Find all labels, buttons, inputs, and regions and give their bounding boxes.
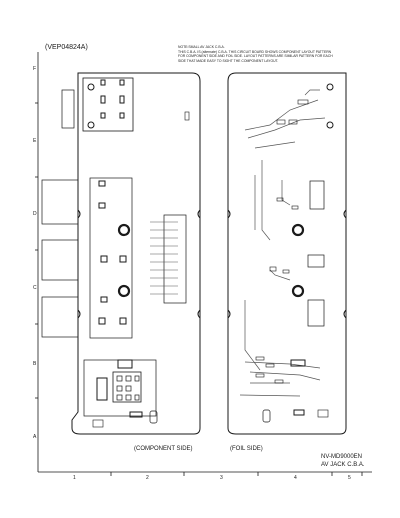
connector-pins	[116, 375, 140, 401]
note-line: SIDE THAT MADE EASY TO SIGHT THE COMPONE…	[178, 58, 279, 63]
board-name: AV JACK C.B.A.	[321, 461, 365, 468]
top-jack-tab	[61, 89, 75, 129]
mount-hole	[87, 121, 95, 129]
note-line: FOR COMPONENT SIDE AND FOIL SIDE. LAYOUT…	[178, 54, 333, 59]
notch	[343, 209, 347, 219]
smd-part	[92, 419, 104, 428]
component-side-board	[41, 72, 201, 435]
row-label-b: B	[33, 361, 37, 367]
pad	[100, 95, 106, 104]
notch	[77, 209, 81, 219]
pad-large	[96, 377, 108, 401]
note-text: NOTE:SMALL AV JACK C.B.A. THIS C.B.A. IS…	[178, 45, 374, 63]
notch	[197, 209, 201, 219]
component-board-outline	[71, 72, 201, 435]
model-label: NV-MD9000EN AV JACK C.B.A.	[321, 454, 365, 469]
av-jack-outline	[41, 296, 79, 338]
component-traces	[150, 221, 178, 295]
grid-ticks-bottom	[110, 472, 363, 476]
column-label-4: 4	[294, 475, 297, 481]
pad	[100, 255, 108, 263]
pad-group	[309, 180, 325, 210]
pad	[119, 317, 127, 325]
large-mount-hole	[117, 223, 131, 237]
pad	[98, 180, 106, 187]
component-side-label: (COMPONENT SIDE)	[134, 446, 193, 452]
grid-ticks-left	[35, 102, 38, 399]
notch	[77, 309, 81, 319]
row-label-a: A	[33, 434, 37, 440]
column-label-1: 1	[73, 475, 76, 481]
pad	[119, 79, 125, 86]
top-jack-block	[82, 77, 134, 132]
pad	[293, 409, 305, 416]
foil-side-label: (FOIL SIDE)	[230, 446, 263, 452]
av-jack-outline	[41, 239, 79, 281]
large-mount-hole	[291, 284, 305, 298]
column-label-2: 2	[146, 475, 149, 481]
pad-group	[307, 299, 325, 327]
foil-board-outline	[227, 72, 347, 435]
oval-pad	[149, 410, 158, 424]
model-number: NV-MD9000EN	[321, 454, 363, 460]
pad	[100, 296, 108, 303]
column-label-3: 3	[220, 475, 223, 481]
pad-group	[307, 254, 325, 268]
smd-part	[184, 111, 190, 121]
pad	[129, 411, 143, 418]
mount-hole	[87, 83, 95, 91]
pad	[119, 255, 127, 263]
large-mount-hole	[291, 223, 305, 237]
row-label-f: F	[33, 66, 37, 72]
pad	[100, 79, 106, 86]
pad	[98, 317, 106, 325]
row-label-e: E	[33, 138, 37, 144]
drawing-code: (VEP04824A)	[45, 44, 88, 51]
foil-side-board	[227, 72, 347, 435]
pad	[290, 359, 306, 367]
pad	[119, 112, 125, 119]
foil-smd-parts	[255, 99, 329, 418]
notch	[227, 309, 231, 319]
pad	[98, 202, 106, 209]
notch	[227, 209, 231, 219]
pad	[119, 95, 125, 104]
pad	[100, 112, 106, 119]
notch	[197, 309, 201, 319]
mount-hole	[326, 83, 334, 91]
connector-outline	[163, 214, 187, 304]
connector-body	[112, 371, 142, 403]
av-jack-outline	[41, 179, 79, 225]
pad	[117, 359, 133, 369]
column-label-5: 5	[348, 475, 351, 481]
foil-traces	[239, 89, 326, 397]
grid-frame	[35, 52, 372, 476]
notch	[343, 309, 347, 319]
large-mount-hole	[117, 284, 131, 298]
row-label-c: C	[33, 285, 37, 291]
mount-hole	[326, 121, 334, 129]
note-line: NOTE:SMALL AV JACK C.B.A.	[178, 45, 225, 49]
oval-pad	[262, 409, 271, 423]
row-label-d: D	[33, 211, 37, 217]
note-line: THIS C.B.A. IS (alternate) C.B.A. THIS C…	[178, 49, 332, 54]
jack-footprint	[89, 177, 133, 339]
